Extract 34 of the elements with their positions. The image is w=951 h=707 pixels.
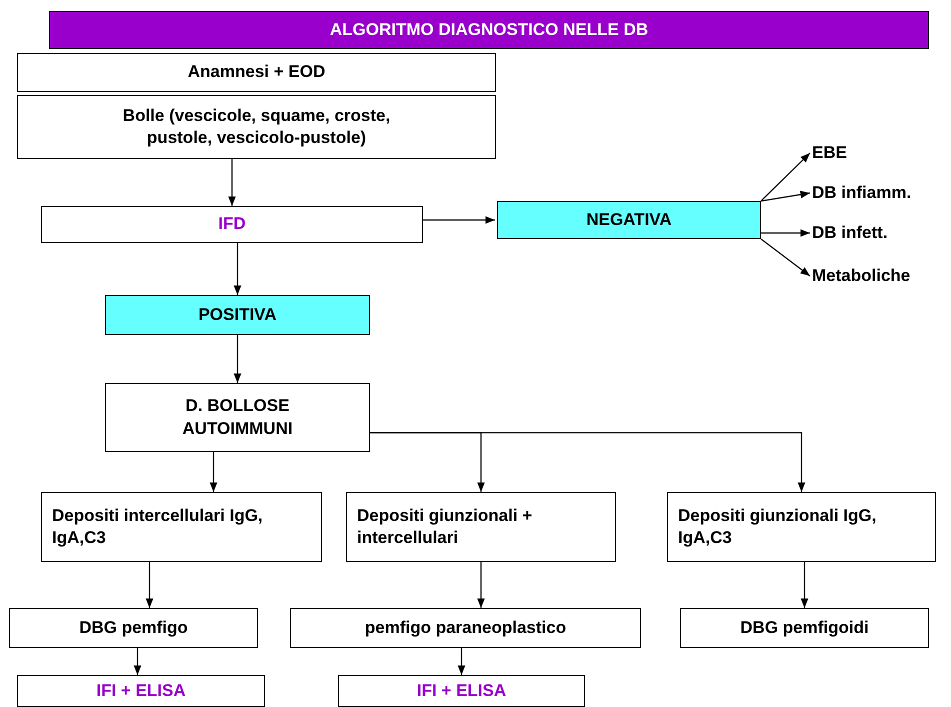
arrow bbox=[477, 562, 485, 608]
arrow bbox=[458, 648, 466, 675]
arrow bbox=[234, 243, 242, 295]
process-box: Depositi giunzionali IgG, IgA,C3 bbox=[667, 492, 936, 562]
arrow bbox=[761, 229, 810, 237]
result-box: POSITIVA bbox=[105, 295, 370, 335]
title-banner: ALGORITMO DIAGNOSTICO NELLE DB bbox=[49, 11, 929, 49]
arrow bbox=[210, 452, 218, 492]
arrow bbox=[134, 648, 142, 675]
process-box: IFI + ELISA bbox=[17, 675, 265, 707]
process-box: Depositi giunzionali + intercellulari bbox=[346, 492, 616, 562]
process-box: pemfigo paraneoplastico bbox=[290, 608, 641, 648]
process-box: D. BOLLOSE AUTOIMMUNI bbox=[105, 383, 370, 452]
process-box: DBG pemfigo bbox=[9, 608, 258, 648]
arrow bbox=[228, 159, 236, 206]
process-box: IFI + ELISA bbox=[338, 675, 585, 707]
header-box: Anamnesi + EOD bbox=[17, 53, 496, 92]
process-box: IFD bbox=[41, 206, 423, 243]
outcome-text: Metaboliche bbox=[812, 263, 950, 289]
process-box: DBG pemfigoidi bbox=[680, 608, 929, 648]
arrow bbox=[760, 152, 810, 202]
arrow bbox=[423, 216, 495, 224]
outcome-text: EBE bbox=[812, 140, 942, 166]
outcome-text: DB infett. bbox=[812, 220, 942, 246]
arrow bbox=[760, 190, 810, 202]
outcome-text: DB infiamm. bbox=[812, 180, 950, 206]
arrow bbox=[146, 562, 154, 608]
arrow bbox=[760, 238, 810, 276]
arrow bbox=[234, 335, 242, 383]
process-box: Bolle (vescicole, squame, croste, pustole, vescicolo-pustole) bbox=[17, 95, 496, 159]
process-box: Depositi intercellulari IgG, IgA,C3 bbox=[41, 492, 322, 562]
result-box: NEGATIVA bbox=[497, 201, 761, 239]
arrow bbox=[800, 562, 808, 608]
arrow bbox=[370, 432, 806, 492]
